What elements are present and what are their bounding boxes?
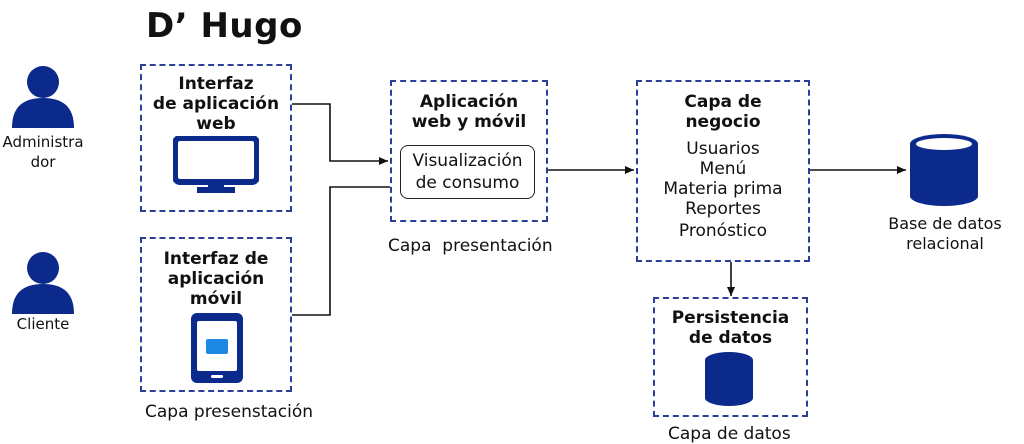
left-layer-caption: Capa presenstación [145,402,314,422]
persistence-box [653,297,808,417]
persistence-label: Persistencia de datos [671,308,790,348]
list-item: Pronóstico [678,221,768,241]
database-icon [910,134,978,206]
database-icon [705,352,753,406]
consumption-view-box: Visualización de consumo [400,145,535,199]
web-interface-label: Interfaz de aplicación web [152,74,280,134]
app-box [390,80,548,222]
web-interface-box [140,64,292,212]
business-layer-box [636,80,810,262]
business-layer-title: Capa de negocio [684,92,762,132]
mobile-to-app-line [292,186,390,316]
business-items-list: Usuarios Menú Materia prima Reportes Pro… [636,139,810,241]
diagram-title: D’ Hugo [146,6,303,46]
person-icon [12,66,74,128]
person-icon [12,252,74,314]
tablet-icon [191,313,243,383]
app-box-label: Aplicación web y móvil [411,92,527,132]
middle-layer-caption: Capa presentación [388,236,553,256]
user-label-admin: Administra dor [2,133,84,171]
relational-db-label: Base de datos relacional [888,214,1002,253]
web-to-app-arrow [292,103,388,165]
user-label-client: Cliente [16,315,70,333]
list-item: Usuarios [686,139,760,159]
list-item: Menú [699,159,747,179]
list-item: Materia prima [663,179,783,199]
data-layer-caption: Capa de datos [668,424,791,444]
mobile-interface-box [140,237,292,392]
monitor-icon [173,136,259,193]
list-item: Reportes [685,199,761,219]
mobile-interface-label: Interfaz de aplicación móvil [163,249,269,309]
